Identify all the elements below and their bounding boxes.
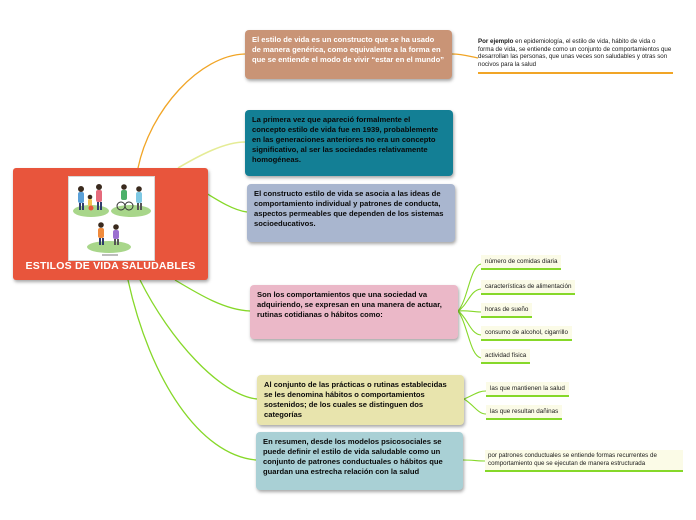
branch-construct[interactable]: El constructo estilo de vida se asocia a…	[247, 184, 455, 242]
link-central-branch-6	[127, 279, 257, 461]
leaf-category-harmful[interactable]: las que resultan dañinas	[486, 405, 563, 420]
note-example-text: en epidemiología, el estilo de vida, háb…	[478, 38, 672, 68]
central-title: ESTILOS DE VIDA SALUDABLES	[25, 260, 196, 272]
link-branch-6-note	[462, 459, 486, 462]
branch-habits[interactable]: Al conjunto de las prácticas o rutinas e…	[257, 375, 464, 425]
link-branch-5-category-2	[463, 398, 487, 415]
central-topic[interactable]: ESTILOS DE VIDA SALUDABLES	[13, 168, 208, 280]
link-branch-1-note	[451, 53, 479, 59]
note-example-lead: Por ejemplo	[478, 38, 514, 45]
leaf-category-healthy[interactable]: las que mantienen la salud	[486, 382, 569, 397]
leaf-habit-activity[interactable]: actividad física	[481, 349, 531, 364]
leaf-habit-sleep[interactable]: horas de sueño	[481, 303, 533, 318]
leaf-habit-food[interactable]: características de alimentación	[481, 280, 576, 295]
link-central-branch-5	[139, 279, 258, 400]
branch-behaviors[interactable]: Son los comportamientos que una sociedad…	[250, 285, 458, 339]
link-branch-4-habit-3	[457, 310, 482, 313]
leaf-habit-meals[interactable]: número de comidas diaria	[481, 255, 562, 270]
link-branch-4-habit-5	[457, 310, 482, 359]
link-central-branch-2	[177, 141, 246, 169]
branch-summary[interactable]: En resumen, desde los modelos psicosocia…	[256, 432, 463, 490]
link-branch-5-category-1	[463, 390, 487, 400]
link-central-branch-1	[137, 53, 246, 169]
note-example[interactable]: Por ejemplo en epidemiología, el estilo …	[478, 38, 673, 75]
link-branch-4-habit-2	[457, 288, 482, 312]
branch-history[interactable]: La primera vez que apareció formalmente …	[245, 110, 453, 176]
healthy-lifestyle-illustration	[68, 176, 155, 261]
note-behavior-patterns[interactable]: por patrones conductuales se entiende fo…	[485, 450, 683, 473]
link-branch-4-habit-4	[457, 310, 482, 336]
link-branch-4-habit-1	[457, 263, 482, 312]
link-central-branch-4	[174, 279, 251, 312]
branch-definition[interactable]: El estilo de vida es un constructo que s…	[245, 30, 452, 79]
leaf-habit-alcohol[interactable]: consumo de alcohol, cigarrillo	[481, 326, 572, 341]
